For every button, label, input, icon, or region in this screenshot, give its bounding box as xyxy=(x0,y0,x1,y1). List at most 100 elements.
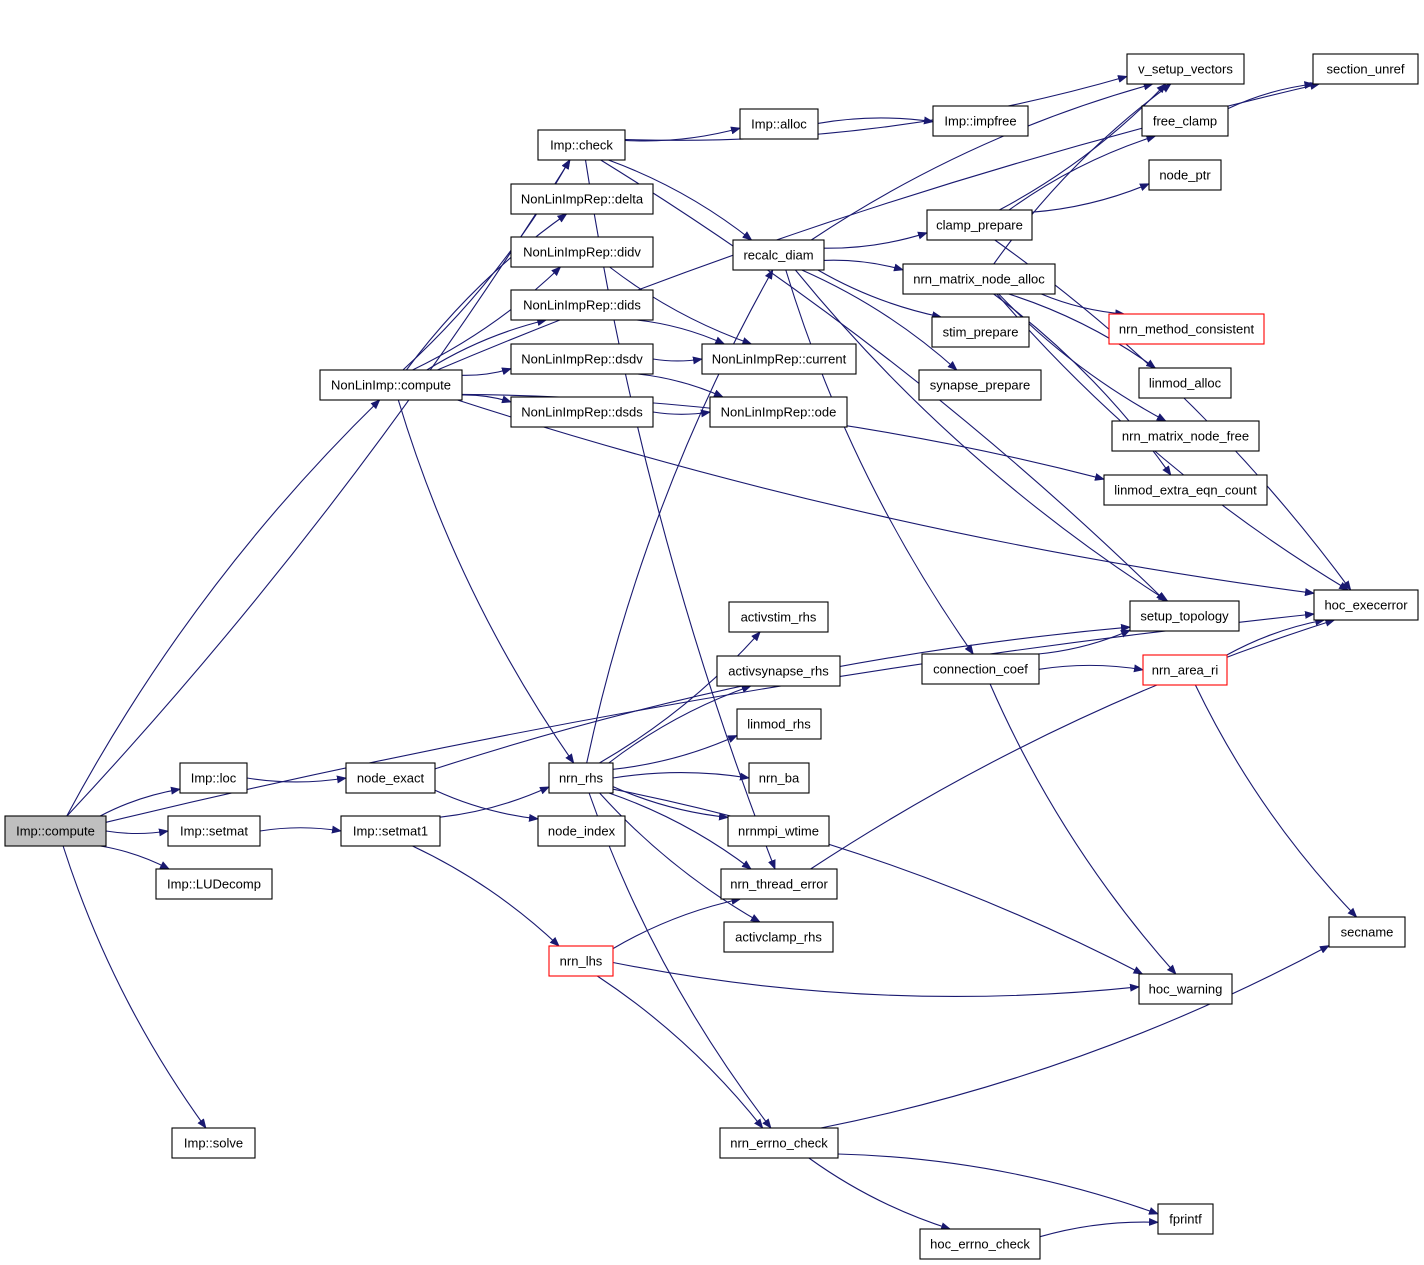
node-imp-loc[interactable]: Imp::loc xyxy=(179,762,248,794)
edge-nrn_errno_check-to-secname xyxy=(820,945,1330,1129)
edge-imp_compute-to-imp_solve xyxy=(62,845,207,1129)
node-nlir-ode[interactable]: NonLinImpRep::ode xyxy=(709,396,848,428)
node-v-setup-vectors[interactable]: v_setup_vectors xyxy=(1126,53,1245,85)
node-nrn-area-ri[interactable]: nrn_area_ri xyxy=(1142,654,1228,686)
node-stim-prepare[interactable]: stim_prepare xyxy=(931,316,1030,348)
node-imp-impfree[interactable]: Imp::impfree xyxy=(932,105,1029,137)
edge-nrn_lhs-to-nrn_errno_check xyxy=(596,975,764,1129)
edge-connection_coef-to-nrn_area_ri xyxy=(1038,664,1144,673)
node-box xyxy=(510,343,654,375)
node-label: fprintf xyxy=(1169,1212,1202,1227)
node-linmod-alloc[interactable]: linmod_alloc xyxy=(1138,367,1232,399)
node-label: NonLinImpRep::dsds xyxy=(521,405,643,420)
node-clamp-prepare[interactable]: clamp_prepare xyxy=(926,209,1033,241)
node-box xyxy=(720,868,838,900)
edge-imp_check-to-setup_topology xyxy=(600,159,1167,602)
node-hoc-execerror[interactable]: hoc_execerror xyxy=(1313,589,1419,621)
node-box xyxy=(345,762,436,794)
node-fprintf[interactable]: fprintf xyxy=(1157,1203,1214,1235)
node-box xyxy=(155,868,273,900)
node-activstim-rhs[interactable]: activstim_rhs xyxy=(728,601,829,633)
node-box xyxy=(918,369,1042,401)
node-label: nrn_rhs xyxy=(559,771,604,786)
node-section-unref[interactable]: section_unref xyxy=(1312,53,1419,85)
node-nrnmpi-wtime[interactable]: nrnmpi_wtime xyxy=(727,815,830,847)
edge-nlir_dsds-to-nlir_ode xyxy=(652,409,711,418)
node-label: section_unref xyxy=(1326,62,1404,77)
node-nonlinimp-compute[interactable]: NonLinImp::compute xyxy=(319,369,463,401)
edge-clamp_prepare-to-free_clamp xyxy=(1008,134,1157,211)
node-box xyxy=(723,921,834,953)
node-label: NonLinImp::compute xyxy=(331,378,451,393)
node-label: Imp::solve xyxy=(184,1136,243,1151)
node-label: nrn_method_consistent xyxy=(1119,322,1255,337)
node-label: hoc_execerror xyxy=(1324,598,1408,613)
edge-imp_loc-to-node_exact xyxy=(246,775,347,784)
edge-connection_coef-to-hoc_warning xyxy=(989,683,1177,975)
node-imp-compute[interactable]: Imp::compute xyxy=(4,815,107,847)
node-box xyxy=(1142,654,1228,686)
node-box xyxy=(1148,159,1222,191)
node-nrn-ba[interactable]: nrn_ba xyxy=(748,762,810,794)
node-nlir-didv[interactable]: NonLinImpRep::didv xyxy=(510,236,654,268)
node-label: connection_coef xyxy=(933,662,1028,677)
node-imp-setmat1[interactable]: Imp::setmat1 xyxy=(340,815,441,847)
node-nrn-matrix-node-free[interactable]: nrn_matrix_node_free xyxy=(1111,420,1260,452)
node-nrn-thread-error[interactable]: nrn_thread_error xyxy=(720,868,838,900)
node-imp-solve[interactable]: Imp::solve xyxy=(171,1127,256,1159)
node-box xyxy=(510,236,654,268)
edge-nonlinimp_compute-to-hoc_execerror xyxy=(457,399,1315,597)
node-recalc-diam[interactable]: recalc_diam xyxy=(732,239,825,271)
node-nrn-rhs[interactable]: nrn_rhs xyxy=(548,762,614,794)
node-nlir-dsdv[interactable]: NonLinImpRep::dsdv xyxy=(510,343,654,375)
node-label: Imp::setmat xyxy=(180,824,248,839)
node-label: v_setup_vectors xyxy=(1138,62,1233,77)
node-nlir-dsds[interactable]: NonLinImpRep::dsds xyxy=(510,396,654,428)
node-nrn-matrix-node-alloc[interactable]: nrn_matrix_node_alloc xyxy=(902,263,1056,295)
edge-nonlinimp_compute-to-nlir_dids xyxy=(426,318,548,371)
node-nlir-delta[interactable]: NonLinImpRep::delta xyxy=(510,183,654,215)
node-activclamp-rhs[interactable]: activclamp_rhs xyxy=(723,921,834,953)
node-label: node_index xyxy=(548,824,616,839)
node-box xyxy=(179,762,248,794)
node-node-index[interactable]: node_index xyxy=(537,815,626,847)
node-linmod-extra-eqn-count[interactable]: linmod_extra_eqn_count xyxy=(1103,474,1268,506)
node-imp-ludecomp[interactable]: Imp::LUDecomp xyxy=(155,868,273,900)
node-nrn-lhs[interactable]: nrn_lhs xyxy=(548,945,614,977)
node-secname[interactable]: secname xyxy=(1328,916,1406,948)
node-linmod-rhs[interactable]: linmod_rhs xyxy=(736,708,822,740)
node-box xyxy=(4,815,107,847)
node-node-exact[interactable]: node_exact xyxy=(345,762,436,794)
node-nlir-current[interactable]: NonLinImpRep::current xyxy=(701,343,857,375)
node-nrn-errno-check[interactable]: nrn_errno_check xyxy=(719,1127,839,1159)
node-imp-alloc[interactable]: Imp::alloc xyxy=(739,108,819,140)
node-hoc-errno-check[interactable]: hoc_errno_check xyxy=(919,1228,1041,1260)
node-box xyxy=(319,369,463,401)
node-connection-coef[interactable]: connection_coef xyxy=(921,653,1040,685)
edge-imp_compute-to-hoc_execerror xyxy=(105,610,1315,823)
node-box xyxy=(1313,589,1419,621)
node-free-clamp[interactable]: free_clamp xyxy=(1141,105,1229,137)
edge-nrn_rhs-to-activstim_rhs xyxy=(599,631,761,764)
edge-nlir_dids-to-nlir_current xyxy=(636,319,726,345)
node-box xyxy=(171,1127,256,1159)
node-nlir-dids[interactable]: NonLinImpRep::dids xyxy=(510,289,654,321)
edge-nrn_errno_check-to-hoc_errno_check xyxy=(808,1157,952,1231)
edge-free_clamp-to-section_unref xyxy=(1227,81,1315,110)
node-box xyxy=(1103,474,1268,506)
node-box xyxy=(548,762,614,794)
node-nrn-method-consistent[interactable]: nrn_method_consistent xyxy=(1108,313,1265,345)
node-synapse-prepare[interactable]: synapse_prepare xyxy=(918,369,1042,401)
node-imp-setmat[interactable]: Imp::setmat xyxy=(167,815,261,847)
node-setup-topology[interactable]: setup_topology xyxy=(1129,600,1240,632)
node-hoc-warning[interactable]: hoc_warning xyxy=(1138,973,1233,1005)
node-node-ptr[interactable]: node_ptr xyxy=(1148,159,1222,191)
node-imp-check[interactable]: Imp::check xyxy=(537,129,626,161)
node-box xyxy=(732,239,825,271)
node-label: NonLinImpRep::ode xyxy=(721,405,837,420)
node-box xyxy=(932,105,1029,137)
node-box xyxy=(510,396,654,428)
node-activsynapse-rhs[interactable]: activsynapse_rhs xyxy=(716,655,841,687)
node-box xyxy=(1138,973,1233,1005)
node-label: activstim_rhs xyxy=(741,610,817,625)
